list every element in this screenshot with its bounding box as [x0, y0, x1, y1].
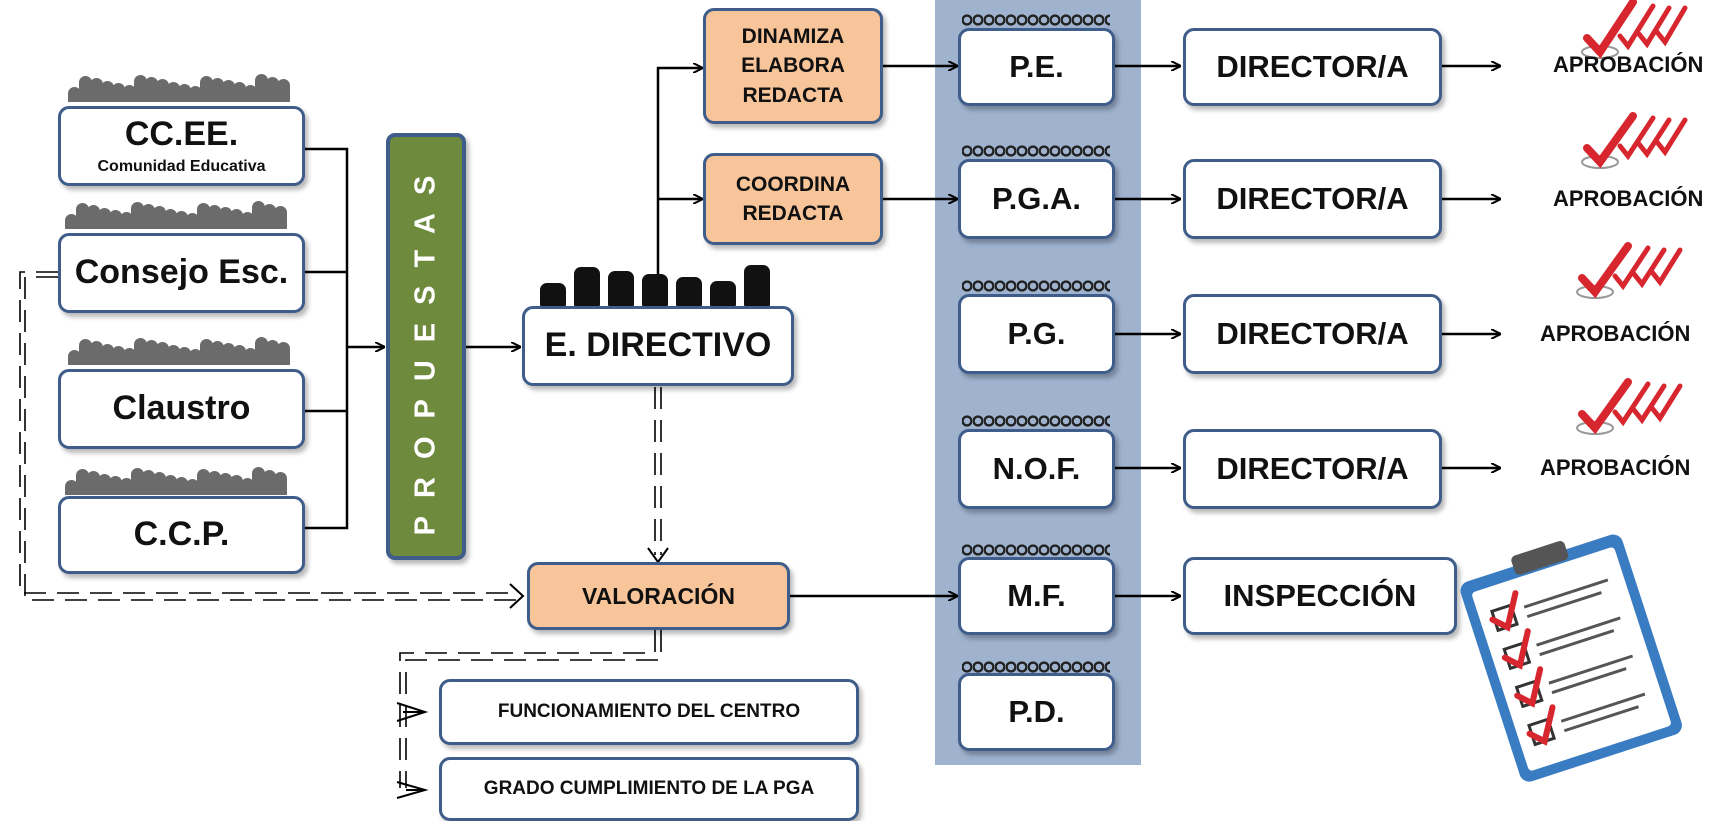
aprobacion-label-1: APROBACIÓN — [1553, 52, 1704, 77]
crowd-icon — [68, 337, 298, 365]
checkmark-icon — [1581, 112, 1688, 169]
document-pga: P.G.A. — [958, 159, 1115, 239]
task-coordina-line-1: COORDINA — [735, 172, 851, 196]
source-ccee: CC.EE. Comunidad Educativa — [58, 106, 305, 186]
checkmark-icon — [1581, 0, 1688, 59]
approver-director-pg: DIRECTOR/A — [1183, 294, 1442, 374]
task-coordina: COORDINA REDACTA — [703, 153, 883, 245]
valoracion-label: VALORACIÓN — [582, 582, 735, 609]
valoracion-output-grado: GRADO CUMPLIMIENTO DE LA PGA — [439, 757, 859, 821]
task-coordina-line-2: REDACTA — [742, 202, 844, 225]
approver-director-pga: DIRECTOR/A — [1183, 159, 1442, 239]
aprobacion-label-3: APROBACIÓN — [1540, 321, 1691, 346]
checkmark-icon — [1576, 378, 1683, 435]
dashed-valoracion-outputs-b — [405, 630, 662, 788]
notebook-spiral-icon — [962, 660, 1110, 674]
crowd-icon — [65, 467, 295, 495]
dashed-consejo-valoracion-a — [19, 271, 520, 594]
approver-director-pe-label: DIRECTOR/A — [1216, 49, 1409, 84]
approver-director-pe: DIRECTOR/A — [1183, 28, 1442, 106]
document-nof-label: N.O.F. — [992, 451, 1081, 486]
source-consejo-label: Consejo Esc. — [74, 253, 289, 292]
valoracion-output-grado-label: GRADO CUMPLIMIENTO DE LA PGA — [483, 778, 815, 799]
source-claustro: Claustro — [58, 369, 305, 449]
documents-panel — [935, 0, 1141, 765]
crowd-icon — [65, 201, 295, 229]
document-pd: P.D. — [958, 673, 1115, 751]
approver-director-pga-label: DIRECTOR/A — [1216, 181, 1409, 216]
equipo-directivo-label: E. DIRECTIVO — [544, 326, 772, 365]
approver-inspeccion-label: INSPECCIÓN — [1223, 578, 1417, 613]
notebook-spiral-icon — [962, 279, 1110, 293]
arrowhead-valoracion-top — [647, 547, 669, 564]
connector-directivo-tasks — [656, 68, 702, 300]
task-dinamiza-line-2: ELABORA — [741, 54, 845, 78]
document-pe: P.E. — [958, 28, 1115, 106]
aprobacion-label-2: APROBACIÓN — [1553, 186, 1704, 211]
valoracion-output-funcionamiento-label: FUNCIONAMIENTO DEL CENTRO — [497, 701, 801, 722]
notebook-spiral-icon — [962, 543, 1110, 557]
arrowhead-valoracion-in — [509, 583, 525, 609]
propuestas-label: PROPUESTAS — [409, 157, 442, 536]
document-pe-label: P.E. — [1009, 49, 1064, 84]
crowd-icon — [68, 74, 298, 102]
crowd-icon — [540, 264, 785, 306]
source-ccp: C.C.P. — [58, 496, 305, 574]
task-dinamiza-line-1: DINAMIZA — [741, 24, 845, 48]
source-claustro-label: Claustro — [112, 389, 251, 428]
document-mf-label: M.F. — [1007, 578, 1066, 613]
document-pg: P.G. — [958, 294, 1115, 374]
dashed-consejo-valoracion-b — [24, 276, 520, 601]
document-pg-label: P.G. — [1007, 316, 1066, 351]
approver-director-pg-label: DIRECTOR/A — [1216, 316, 1409, 351]
notebook-spiral-icon — [962, 13, 1110, 27]
source-consejo-escolar: Consejo Esc. — [58, 233, 305, 313]
document-mf: M.F. — [958, 557, 1115, 635]
notebook-spiral-icon — [962, 414, 1110, 428]
notebook-spiral-icon — [962, 144, 1110, 158]
valoracion-output-funcionamiento: FUNCIONAMIENTO DEL CENTRO — [439, 679, 859, 745]
valoracion: VALORACIÓN — [527, 562, 790, 630]
checkmark-icon — [1576, 242, 1683, 299]
document-pga-label: P.G.A. — [991, 181, 1082, 216]
approver-director-nof: DIRECTOR/A — [1183, 429, 1442, 509]
connector-ccee — [305, 147, 349, 530]
propuestas-bar: PROPUESTAS — [386, 133, 466, 560]
approver-inspeccion: INSPECCIÓN — [1183, 557, 1457, 635]
equipo-directivo: E. DIRECTIVO — [522, 306, 794, 386]
approver-director-nof-label: DIRECTOR/A — [1216, 451, 1409, 486]
clipboard-checklist-icon — [1460, 534, 1682, 782]
source-ccee-sublabel: Comunidad Educativa — [97, 157, 266, 175]
source-ccee-label: CC.EE. — [124, 115, 239, 154]
document-pd-label: P.D. — [1008, 694, 1065, 729]
task-dinamiza-line-3: REDACTA — [742, 83, 844, 107]
source-ccp-label: C.C.P. — [133, 515, 230, 554]
task-dinamiza: DINAMIZA ELABORA REDACTA — [703, 8, 883, 124]
aprobacion-label-4: APROBACIÓN — [1540, 455, 1691, 480]
document-nof: N.O.F. — [958, 429, 1115, 509]
